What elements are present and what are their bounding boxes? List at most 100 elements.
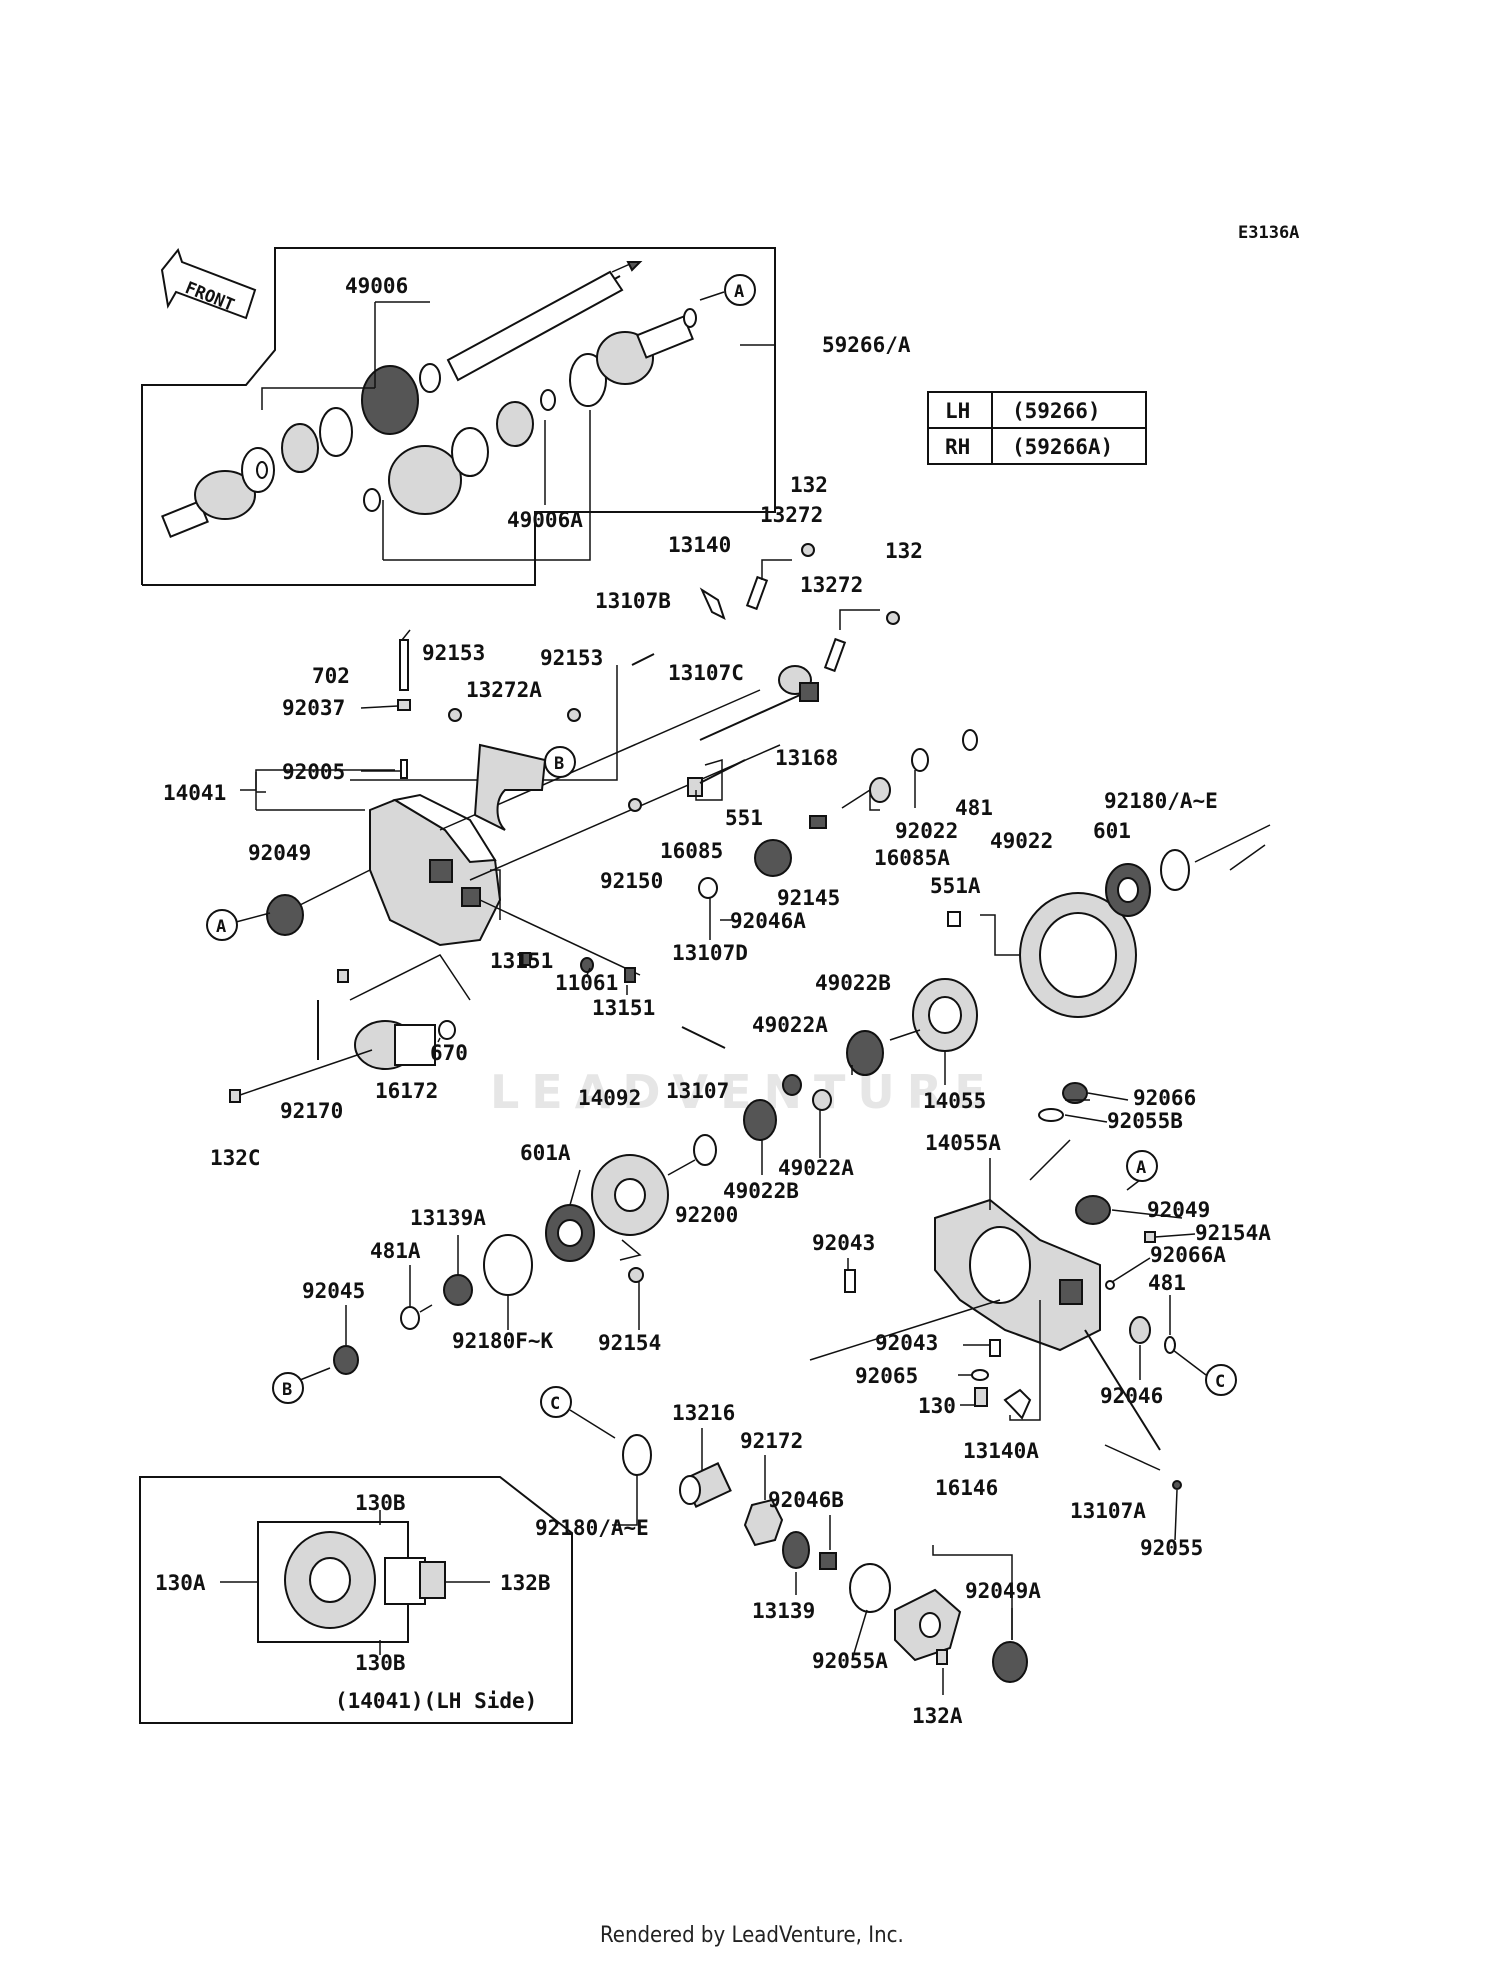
label-13107d: 13107D — [672, 941, 748, 965]
label-92022: 92022 — [895, 819, 958, 843]
label-92046b: 92046B — [768, 1488, 844, 1512]
pin-551a-icon — [947, 911, 961, 927]
plate-icon — [745, 575, 769, 611]
label-601: 601 — [1093, 819, 1131, 843]
pin-13107-icon — [681, 1026, 726, 1049]
label-92145: 92145 — [777, 886, 840, 910]
label-59266a: 59266/A — [822, 333, 911, 357]
washer-92065-icon — [971, 1369, 989, 1381]
label-92200: 92200 — [675, 1203, 738, 1227]
lh-rh-table: LH (59266) RH (59266A) — [927, 391, 1147, 465]
label-92170: 92170 — [280, 1099, 343, 1123]
oring-92055a-icon — [849, 1563, 891, 1613]
drive-shaft-assembly-box — [141, 247, 776, 586]
seal-92049-icon — [1075, 1195, 1111, 1225]
label-13107c: 13107C — [668, 661, 744, 685]
label-13139a: 13139A — [410, 1206, 486, 1230]
ref-marker-a: A — [206, 909, 238, 941]
label-16146: 16146 — [935, 1476, 998, 1500]
pinion-shaft-13216-icon — [679, 1462, 732, 1508]
pin-icon — [631, 653, 655, 666]
label-92037: 92037 — [282, 696, 345, 720]
label-16172: 16172 — [375, 1079, 438, 1103]
rod-13107a-icon — [1104, 1444, 1161, 1471]
svg-text:C: C — [550, 1394, 560, 1414]
label-16085: 16085 — [660, 839, 723, 863]
label-49022: 49022 — [990, 829, 1053, 853]
label-92172: 92172 — [740, 1429, 803, 1453]
label-92065: 92065 — [855, 1364, 918, 1388]
ball-92066a-icon — [1105, 1280, 1115, 1290]
label-13272a: 13272A — [466, 678, 542, 702]
bolt-icon — [886, 611, 900, 625]
bearing-92046-icon — [1129, 1316, 1151, 1344]
washer-92200-icon — [693, 1134, 717, 1166]
circlip-481a-icon — [400, 1306, 420, 1330]
table-part-lh: (59266) — [1012, 399, 1101, 423]
label-132-a: 132 — [790, 473, 828, 497]
label-14055: 14055 — [923, 1089, 986, 1113]
pin-92043-icon — [844, 1269, 856, 1293]
label-92005: 92005 — [282, 760, 345, 784]
label-132b: 132B — [500, 1571, 551, 1595]
watermark-text: LEADVENTURE — [490, 1065, 998, 1119]
bolt-92154a-icon — [1144, 1231, 1156, 1243]
label-551: 551 — [725, 806, 763, 830]
bolt-icon — [628, 1267, 644, 1283]
marker-c-group: C — [540, 1386, 572, 1418]
label-130a: 130A — [155, 1571, 206, 1595]
label-13107b: 13107B — [595, 589, 671, 613]
table-part-rh: (59266A) — [1012, 435, 1113, 459]
gear-case-cover-icon — [591, 1154, 669, 1236]
side-gear-icon — [846, 1030, 884, 1076]
pin-702-icon — [399, 639, 409, 691]
label-13272-b: 13272 — [800, 573, 863, 597]
label-132-b: 132 — [885, 539, 923, 563]
label-92046: 92046 — [1100, 1384, 1163, 1408]
label-92055a: 92055A — [812, 1649, 888, 1673]
label-702: 702 — [312, 664, 350, 688]
shift-fork-13140a-icon — [1003, 1388, 1032, 1420]
label-92180ae-a: 92180/A~E — [1104, 789, 1218, 813]
pinion-gear-icon — [782, 1074, 802, 1096]
washer-icon — [698, 877, 718, 899]
label-130: 130 — [918, 1394, 956, 1418]
inner-race-icon — [281, 423, 319, 473]
label-92045: 92045 — [302, 1279, 365, 1303]
oring-92055b-icon — [1038, 1108, 1064, 1122]
label-92153-b: 92153 — [540, 646, 603, 670]
label-92066a: 92066A — [1150, 1243, 1226, 1267]
oil-seal-icon — [266, 894, 304, 936]
label-49006a: 49006A — [507, 508, 583, 532]
boot-band-icon — [319, 407, 353, 457]
shim-icon — [1160, 849, 1190, 891]
svg-text:A: A — [734, 282, 744, 302]
label-92154a: 92154A — [1195, 1221, 1271, 1245]
pin-92005-icon — [400, 759, 408, 779]
label-130b-top: 130B — [355, 1491, 406, 1515]
bearing-holder-16146-icon — [894, 1588, 962, 1662]
label-601a: 601A — [520, 1141, 571, 1165]
connector-icon — [337, 969, 349, 983]
pinion-gear-icon — [812, 1089, 832, 1111]
needle-bearing-icon — [754, 839, 792, 877]
axle-shaft-icon — [446, 261, 643, 382]
bolt-132a-icon — [936, 1649, 948, 1665]
label-551a: 551A — [930, 874, 981, 898]
switch-13151-icon — [519, 952, 531, 966]
label-92180ae-b: 92180/A~E — [535, 1516, 649, 1540]
inset-caption: (14041)(LH Side) — [335, 1689, 537, 1713]
switch-13151-icon — [624, 967, 636, 983]
label-13151-b: 13151 — [592, 996, 655, 1020]
nut-92172-icon — [743, 1498, 784, 1547]
label-14092: 14092 — [578, 1086, 641, 1110]
label-92153-a: 92153 — [422, 641, 485, 665]
label-92055: 92055 — [1140, 1536, 1203, 1560]
label-92066: 92066 — [1133, 1086, 1196, 1110]
circlip-icon — [962, 729, 978, 751]
side-gear-icon — [743, 1099, 777, 1141]
label-92049-a: 92049 — [248, 841, 311, 865]
cv-joint-inner-icon — [596, 308, 697, 385]
label-92049a: 92049A — [965, 1579, 1041, 1603]
label-132a: 132A — [912, 1704, 963, 1728]
